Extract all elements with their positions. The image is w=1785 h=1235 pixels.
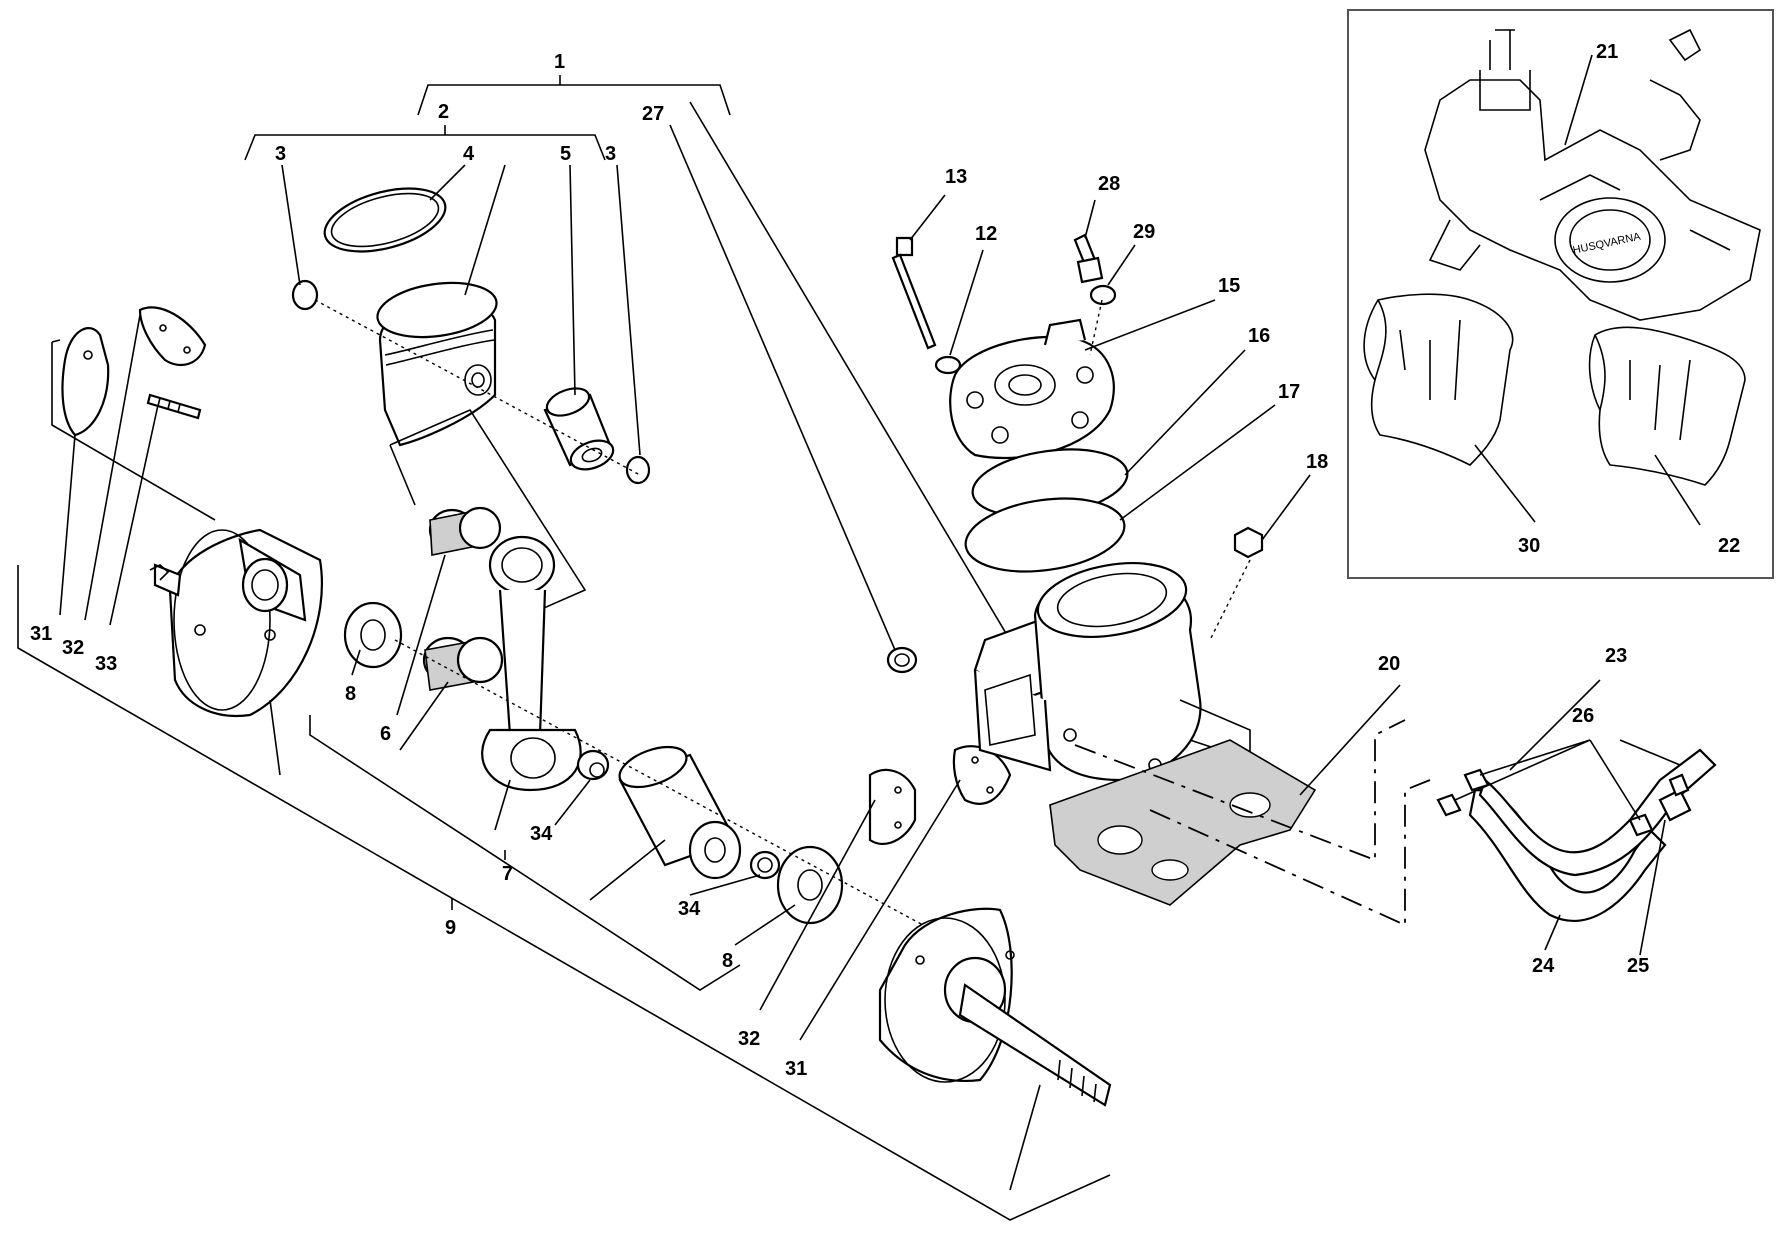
bracket-2 [244,134,606,161]
callout-16: 16 [1248,325,1270,347]
thrust-washer-8-left [343,601,403,669]
callout-13: 13 [945,166,967,188]
callout-32-right: 32 [738,1028,760,1050]
protective-cover-22 [1588,326,1746,486]
callout-4: 4 [463,143,475,165]
fitting-25 [1658,773,1692,822]
leader-lines [59,124,1681,1191]
leader-21 [1564,54,1593,146]
callout-17: 17 [1278,381,1300,403]
callout-25: 25 [1627,955,1649,977]
cylinder [886,562,1251,782]
engine-assembly-drawing [1424,28,1761,321]
callout-34-top: 34 [530,823,553,845]
piston-pin-5 [543,387,615,471]
needle-bearing-6-top [428,506,502,556]
bracket-7 [309,715,741,991]
crankshaft-half-right [878,907,1112,1107]
needle-bearing-6-bottom [422,636,504,691]
callout-31-left: 31 [30,623,52,645]
callout-23: 23 [1605,645,1627,667]
crank-pin [618,745,742,880]
bracket-27-long [689,101,1011,641]
piston [376,281,498,447]
callout-5: 5 [560,143,571,165]
connecting-rod [481,535,582,792]
nut-18 [1233,526,1264,559]
protective-cover-30 [1363,293,1514,466]
leader-22 [1654,454,1701,526]
cylinder-head-15 [949,318,1115,460]
assembly-brackets [17,75,1111,1221]
callout-28: 28 [1098,173,1120,195]
callout-20: 20 [1378,653,1400,675]
washer-29 [1089,284,1117,306]
callout-15: 15 [1218,275,1240,297]
callout-18: 18 [1306,451,1328,473]
hose-clamp-26 [1436,768,1654,837]
callout-1: 1 [554,51,565,73]
o-ring-17 [964,497,1126,573]
crankshaft-half-left [149,528,323,718]
callout-32-left: 32 [62,637,84,659]
inset-frame [1347,9,1774,579]
callout-33: 33 [95,653,117,675]
thrust-washer-8-right [776,845,844,925]
cover-plate-32-right [868,768,917,846]
callout-30: 30 [1518,535,1540,557]
callout-7: 7 [502,863,513,885]
callout-2: 2 [438,101,449,123]
piston-group [291,187,651,485]
callout-12: 12 [975,223,997,245]
callout-6: 6 [380,723,391,745]
dash-outline [1074,719,1406,862]
bracket-1 [417,84,731,116]
callout-8-left: 8 [345,683,356,705]
circlip-3-left [291,279,319,311]
inset-engine-view: HUSQVARNA 21 30 22 [1347,9,1774,579]
cover-plate-32-left [138,306,207,367]
spacer-27 [886,646,918,674]
leader-30 [1474,444,1536,523]
spark-plug-28 [1073,233,1104,284]
bracket-31-32-frame [51,342,216,521]
callout-27: 27 [642,103,664,125]
spacer-34-bottom [749,850,781,880]
inset-logo-text: HUSQVARNA [1572,231,1643,257]
callout-8-right: 8 [722,950,733,972]
callout-29: 29 [1133,221,1155,243]
callout-numbers: 1 2 27 3 4 5 3 13 12 28 29 15 16 17 18 2… [30,51,1649,1080]
callout-26: 26 [1572,705,1594,727]
cover-plate-31-left [61,327,110,437]
connecting-rod-group [389,408,587,792]
callout-34-bottom: 34 [678,898,701,920]
callout-9: 9 [445,917,456,939]
washer-12 [934,355,962,375]
callout-21: 21 [1596,41,1618,63]
base-gasket-20 [1049,739,1317,906]
screw-33 [146,393,202,420]
shaft-parts [343,601,961,946]
callout-3-right: 3 [605,143,616,165]
cylinder-head-group [891,233,1264,641]
callout-3-left: 3 [275,143,286,165]
bracket-9 [17,565,1111,1221]
circlip-3-right [625,455,651,485]
callout-22: 22 [1718,535,1740,557]
head-bolt-13 [891,236,937,350]
callout-31-right: 31 [785,1058,807,1080]
callout-24: 24 [1532,955,1555,977]
piston-ring-4 [323,187,447,253]
spacer-34-top [576,749,610,781]
